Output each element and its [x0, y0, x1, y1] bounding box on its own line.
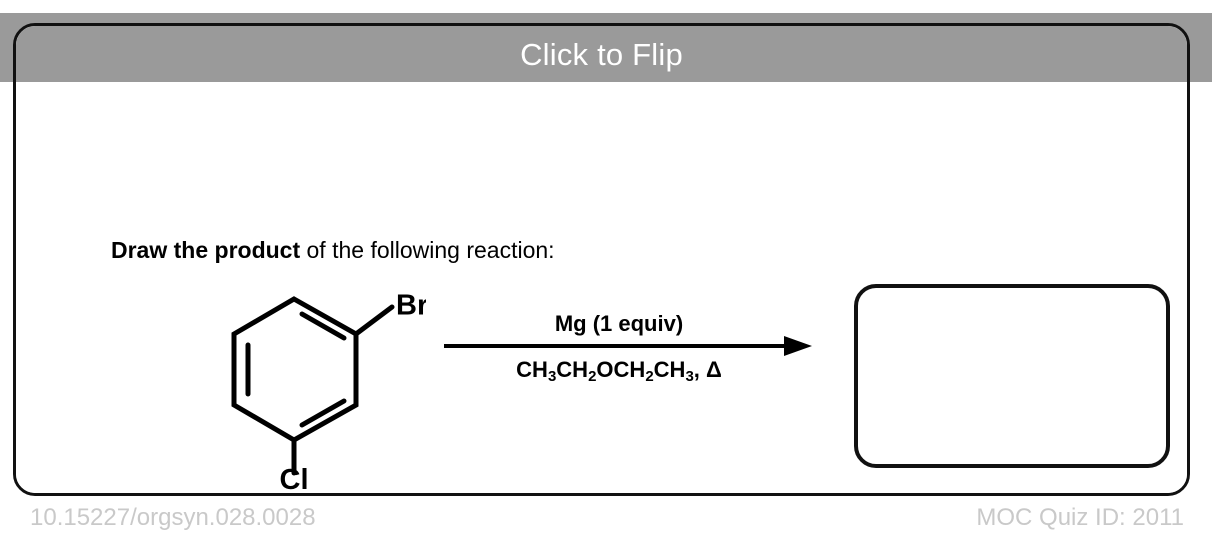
- flashcard-header[interactable]: Click to Flip: [16, 26, 1187, 82]
- prompt-remainder: of the following reaction:: [300, 237, 555, 263]
- footer: 10.15227/orgsyn.028.0028 MOC Quiz ID: 20…: [0, 502, 1212, 548]
- quiz-id-label: MOC Quiz ID: 2011: [976, 504, 1184, 531]
- product-answer-box[interactable]: [854, 284, 1170, 468]
- reaction-arrow-block: Mg (1 equiv) CH3CH2OCH2CH3, Δ: [444, 311, 812, 386]
- atom-label-cl: Cl: [280, 464, 309, 492]
- starting-material-structure: Br Cl: [231, 290, 426, 492]
- atom-label-br: Br: [396, 290, 426, 322]
- flashcard[interactable]: Click to Flip Draw the product of the fo…: [13, 23, 1190, 496]
- arrow-head: [784, 336, 812, 357]
- arrow-shaft: [444, 344, 796, 349]
- flashcard-body: Draw the product of the following reacti…: [16, 82, 1187, 493]
- reaction-arrow-icon: [444, 336, 812, 357]
- reagent-above-arrow: Mg (1 equiv): [554, 311, 684, 336]
- doi-label: 10.15227/orgsyn.028.0028: [30, 504, 316, 531]
- solvent-below-arrow: CH3CH2OCH2CH3, Δ: [516, 357, 722, 386]
- bond-to-bromine: [353, 304, 395, 337]
- question-prompt: Draw the product of the following reacti…: [111, 237, 555, 264]
- prompt-emphasis: Draw the product: [111, 237, 301, 263]
- flip-instruction-label: Click to Flip: [520, 36, 683, 72]
- reaction-scheme: Br Cl Mg (1 equiv) CH3CH2OCH2CH3, Δ: [16, 82, 1187, 493]
